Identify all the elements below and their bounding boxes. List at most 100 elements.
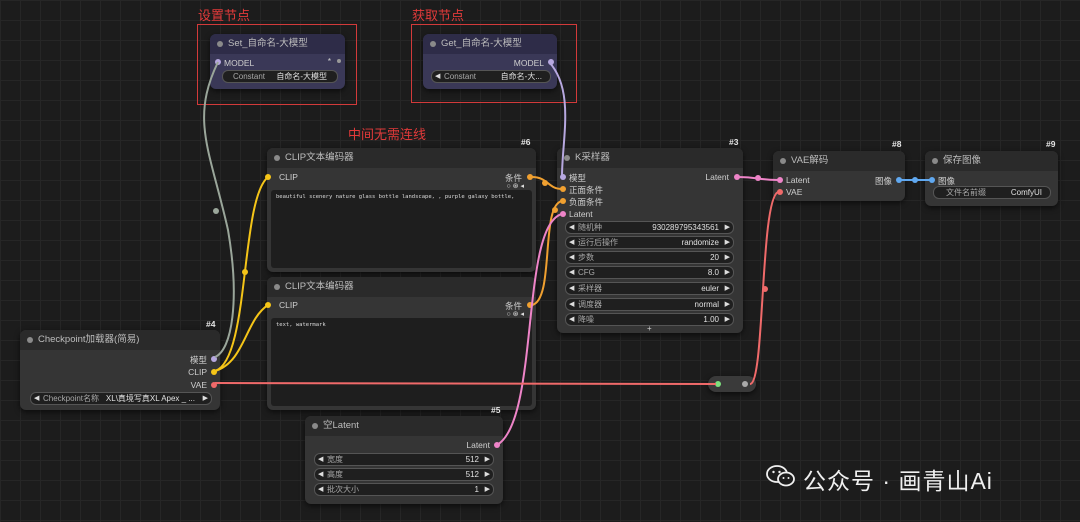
latent-output-dot[interactable] — [494, 442, 500, 448]
ksampler-latent-output-dot[interactable] — [734, 174, 740, 180]
checkpoint-name-widget[interactable]: ◀ Checkpoint名称 XL\真境写真XL Apex _ ... ▶ — [30, 392, 212, 405]
get-node-model-output-dot[interactable] — [548, 59, 554, 65]
checkpoint-loader-node[interactable]: Checkpoint加载器(简易) 模型 CLIP VAE ◀ Checkpoi… — [20, 330, 220, 410]
reroute-out-dot[interactable] — [742, 381, 748, 387]
right-arrow-icon[interactable]: ▶ — [484, 456, 490, 463]
get-node-output-label: MODEL — [513, 58, 544, 68]
set-node-title[interactable]: Set_自命名-大模型 — [210, 34, 345, 54]
get-node[interactable]: Get_自命名-大模型 MODEL ◀ Constant 自命名-大... — [423, 34, 557, 89]
denoise-label: 降噪 — [578, 315, 594, 324]
right-arrow-icon[interactable]: ▶ — [724, 254, 730, 261]
right-arrow-icon[interactable]: ▶ — [724, 316, 730, 323]
vae-title[interactable]: VAE解码 — [773, 151, 905, 171]
clip2-clip-input-dot[interactable] — [265, 302, 271, 308]
clip2-title[interactable]: CLIP文本编码器 — [267, 277, 536, 297]
set-node-star: * — [327, 56, 331, 66]
left-arrow-icon[interactable]: ◀ — [569, 254, 575, 261]
ksampler-model-input-dot[interactable] — [560, 174, 566, 180]
clip1-title[interactable]: CLIP文本编码器 — [267, 148, 536, 168]
ksampler-input-positive: 正面条件 — [569, 185, 604, 195]
steps-label: 步数 — [578, 253, 594, 262]
set-node-output-dot[interactable] — [337, 59, 341, 63]
save-title[interactable]: 保存图像 — [925, 151, 1058, 171]
left-arrow-icon[interactable]: ◀ — [318, 456, 324, 463]
vae-decode-node[interactable]: VAE解码 Latent VAE 图像 — [773, 151, 905, 201]
ksampler-negative-input-dot[interactable] — [560, 198, 566, 204]
get-node-left-arrow-icon[interactable]: ◀ — [435, 73, 441, 80]
save-image-input-dot[interactable] — [929, 177, 935, 183]
left-arrow-icon[interactable]: ◀ — [318, 486, 324, 493]
get-node-title[interactable]: Get_自命名-大模型 — [423, 34, 557, 54]
clip-text-encoder-negative[interactable]: CLIP文本编码器 CLIP 条件 ○ ⊛ ◂ text, watermark — [265, 277, 536, 410]
checkpoint-title[interactable]: Checkpoint加载器(简易) — [20, 330, 220, 350]
get-node-constant-label: Constant — [444, 72, 477, 81]
vae-image-output-dot[interactable] — [896, 177, 902, 183]
vae-vae-input-dot[interactable] — [777, 189, 783, 195]
left-arrow-icon[interactable]: ◀ — [569, 239, 575, 246]
clip2-widget-icons[interactable]: ○ ⊛ ◂ — [506, 311, 525, 318]
clip1-output-dot[interactable] — [527, 174, 533, 180]
left-arrow-icon[interactable]: ◀ — [318, 471, 324, 478]
right-arrow-icon[interactable]: ▶ — [484, 471, 490, 478]
right-arrow-icon[interactable]: ▶ — [724, 269, 730, 276]
checkpoint-vae-output-dot[interactable] — [211, 382, 217, 388]
checkpoint-model-output-dot[interactable] — [211, 356, 217, 362]
latent-id: #5 — [491, 405, 501, 415]
right-arrow-icon[interactable]: ▶ — [202, 395, 208, 402]
clip2-output-dot[interactable] — [527, 302, 533, 308]
clip1-id: #6 — [521, 137, 531, 147]
ksampler-output-label: Latent — [705, 172, 729, 182]
latent-output-label: Latent — [466, 440, 490, 450]
reroute-node[interactable] — [708, 376, 756, 392]
ksampler-title[interactable]: K采样器 — [557, 148, 743, 168]
save-filename-widget[interactable]: 文件名前缀 ComfyUI — [933, 186, 1051, 199]
right-arrow-icon[interactable]: ▶ — [724, 239, 730, 246]
right-arrow-icon[interactable]: ▶ — [724, 285, 730, 292]
left-arrow-icon[interactable]: ◀ — [569, 301, 575, 308]
clip1-widget-icons[interactable]: ○ ⊛ ◂ — [506, 183, 525, 190]
ksampler-latent-input-dot[interactable] — [560, 211, 566, 217]
cfg-value: 8.0 — [707, 268, 719, 277]
save-image-node[interactable]: 保存图像 图像 文件名前缀 ComfyUI — [925, 151, 1058, 206]
control-label: 运行后操作 — [578, 238, 618, 247]
save-id: #9 — [1046, 139, 1056, 149]
right-arrow-icon[interactable]: ▶ — [724, 224, 730, 231]
clip2-prompt-text[interactable]: text, watermark — [271, 318, 532, 406]
set-node-constant-widget[interactable]: Constant 自命名-大模型 — [222, 70, 338, 83]
clip1-output-label: 条件 — [504, 173, 522, 183]
latent-title[interactable]: 空Latent — [305, 416, 503, 436]
clip1-clip-input-dot[interactable] — [265, 174, 271, 180]
checkpoint-output-vae: VAE — [190, 380, 207, 390]
ksampler-positive-input-dot[interactable] — [560, 186, 566, 192]
left-arrow-icon[interactable]: ◀ — [34, 395, 40, 402]
checkpoint-name-label: Checkpoint名称 — [43, 394, 100, 403]
get-node-constant-widget[interactable]: ◀ Constant 自命名-大... — [431, 70, 551, 83]
clip-text-encoder-positive[interactable]: CLIP文本编码器 CLIP 条件 ○ ⊛ ◂ beautiful scener… — [265, 148, 536, 272]
batch-value: 1 — [474, 485, 479, 494]
left-arrow-icon[interactable]: ◀ — [569, 285, 575, 292]
vae-latent-input-dot[interactable] — [777, 177, 783, 183]
set-node-model-input-dot[interactable] — [215, 59, 221, 65]
right-arrow-icon[interactable]: ▶ — [724, 301, 730, 308]
checkpoint-clip-output-dot[interactable] — [211, 369, 217, 375]
left-arrow-icon[interactable]: ◀ — [569, 316, 575, 323]
reroute-in-dot[interactable] — [715, 381, 721, 387]
resize-handle[interactable]: + — [647, 324, 652, 333]
right-arrow-icon[interactable]: ▶ — [484, 486, 490, 493]
left-arrow-icon[interactable]: ◀ — [569, 224, 575, 231]
set-node[interactable]: Set_自命名-大模型 MODEL * Constant 自命名-大模型 — [210, 34, 345, 89]
clip1-prompt-text[interactable]: beautiful scenery nature glass bottle la… — [271, 190, 532, 268]
left-arrow-icon[interactable]: ◀ — [569, 269, 575, 276]
